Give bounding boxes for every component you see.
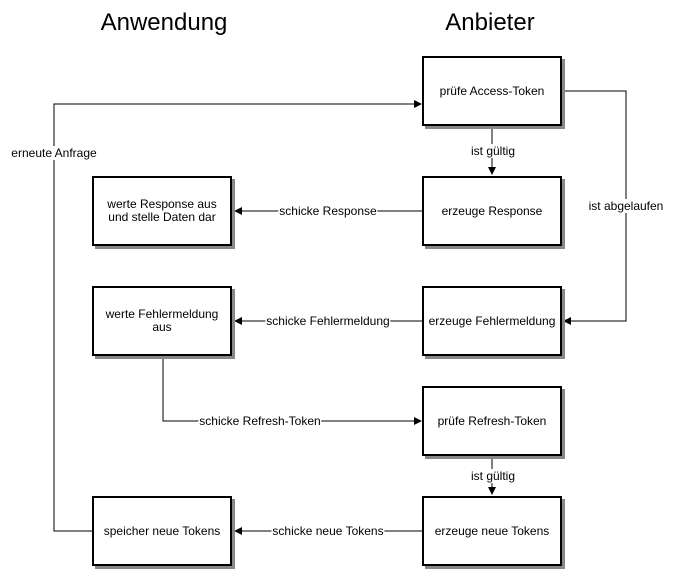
node-create-tokens: erzeuge neue Tokens xyxy=(422,496,562,566)
column-title-application: Anwendung xyxy=(100,9,228,36)
edge-label-send-refresh: schicke Refresh-Token xyxy=(198,414,322,428)
node-check-refresh-token: prüfe Refresh-Token xyxy=(422,386,562,456)
edge-label-retry: erneute Anfrage xyxy=(10,146,98,160)
edge-label-send-response: schicke Response xyxy=(278,204,378,218)
edge-label-send-error: schicke Fehlermeldung xyxy=(265,314,391,328)
node-create-response: erzeuge Response xyxy=(422,176,562,246)
node-check-access-token: prüfe Access-Token xyxy=(422,56,562,126)
node-create-error: erzeuge Fehlermeldung xyxy=(422,286,562,356)
column-title-provider: Anbieter xyxy=(445,9,535,36)
edge-label-expired: ist abgelaufen xyxy=(587,199,665,213)
edge-label-valid-2: ist gültig xyxy=(469,469,517,483)
edge-label-send-tokens: schicke neue Tokens xyxy=(271,524,385,538)
node-evaluate-error: werte Fehlermeldung aus xyxy=(92,286,232,356)
node-store-tokens: speicher neue Tokens xyxy=(92,496,232,566)
node-evaluate-response: werte Response aus und stelle Daten dar xyxy=(92,176,232,246)
edge-retry xyxy=(53,100,422,532)
edge-label-valid-1: ist gültig xyxy=(469,144,517,158)
edge-send-refresh xyxy=(162,356,422,425)
